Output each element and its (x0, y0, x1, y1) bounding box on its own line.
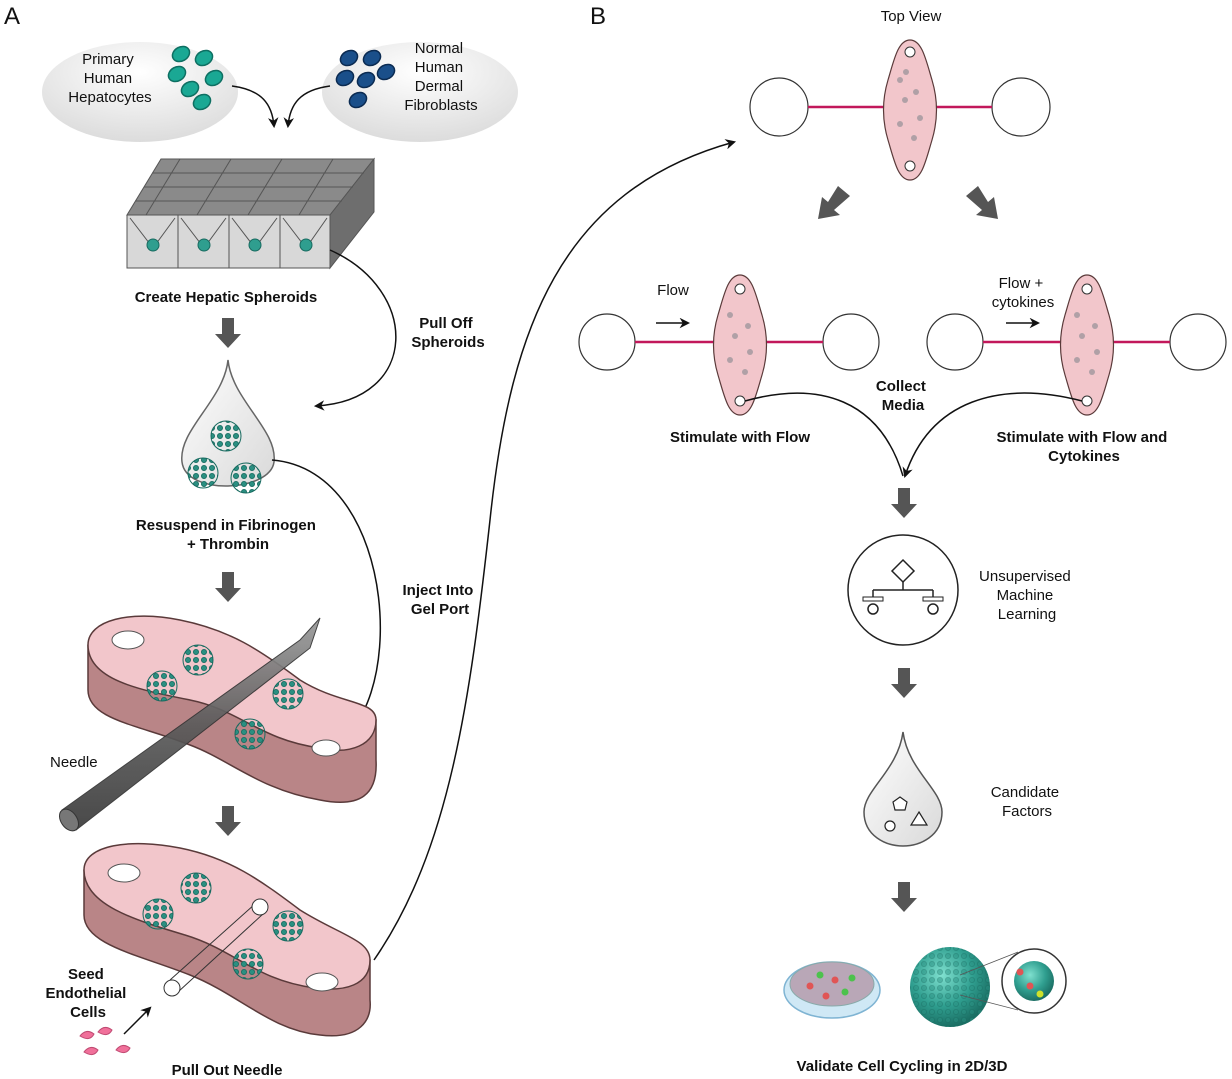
petri-dish-2d (783, 961, 881, 1019)
stim-flow-cyto-label-1: Stimulate with Flow and (996, 429, 1167, 446)
svg-text:Flow + cytokines: Flow + cytokines (992, 275, 1055, 311)
stim-flow-cyto-label-2: Cytokines (1048, 448, 1120, 465)
down-arrow-b1 (891, 488, 917, 518)
svg-text:Seed Endothelial Cells: Seed Endothelial Cells (45, 966, 130, 1021)
down-arrow-a2 (215, 572, 241, 602)
svg-text:Stimulate with Flow and Cy: Stimulate with Flow and Cytokines (996, 429, 1171, 465)
endothelial-cells-icon (79, 1026, 131, 1056)
needle-icon (58, 617, 321, 832)
validate-label: Validate Cell Cycling in 2D/3D (797, 1058, 1008, 1075)
pull-out-label: Pull Out Needle (172, 1062, 283, 1079)
hepatocyte-cloud: Primary Human Hepatocytes (42, 42, 238, 142)
collect-label-2: Media (882, 397, 925, 414)
resuspend-label-2: + Thrombin (187, 536, 269, 553)
create-spheroids-label: Create Hepatic Spheroids (135, 289, 318, 306)
plate-spheroids (146, 238, 313, 252)
candidate-drop (863, 731, 943, 847)
svg-text:Primary Human Hepa: Primary Human Hepatocytes (68, 51, 151, 106)
hepatocyte-cells-icon (167, 45, 224, 111)
hepatocyte-label-2: Human (84, 70, 132, 87)
fibroblast-label-4: Fibroblasts (404, 97, 477, 114)
flow-cytokines-label-2: cytokines (992, 294, 1055, 311)
inject-label-2: Gel Port (411, 601, 469, 618)
resuspend-label-1: Resuspend in Fibrinogen (136, 517, 316, 534)
chip-with-channel (83, 842, 371, 1037)
down-arrow-a3 (215, 806, 241, 836)
fibrinogen-drop (181, 359, 275, 494)
fibroblast-label-3: Dermal (415, 78, 463, 95)
fibroblast-label-2: Human (415, 59, 463, 76)
needle-label: Needle (50, 754, 98, 771)
ml-label-3: Learning (998, 606, 1056, 623)
svg-text:Pull Off Spheroids: Pull Off Spheroids (411, 315, 484, 351)
collect-right-arrow (902, 392, 1083, 478)
ml-label-2: Machine (997, 587, 1054, 604)
fibroblast-cloud: Normal Human Dermal Fibroblasts (322, 40, 518, 142)
collect-label-1: Collect (876, 378, 926, 395)
down-arrow-b2 (891, 668, 917, 698)
down-arrow-a1 (215, 318, 241, 348)
svg-text:Normal Human Derma: Normal Human Dermal Fibroblasts (404, 40, 477, 114)
ml-label-1: Unsupervised (979, 568, 1071, 585)
svg-text:Candidate Factors: Candidate Factors (991, 784, 1064, 820)
pull-off-arrow (313, 249, 397, 411)
fibroblast-label-1: Normal (415, 40, 463, 57)
flow-cytokines-label-1: Flow + (999, 275, 1044, 292)
seed-label-1: Seed (68, 966, 104, 983)
pull-off-label-2: Spheroids (411, 334, 484, 351)
hepatocyte-label-3: Hepatocytes (68, 89, 151, 106)
inject-label-1: Inject Into (402, 582, 473, 599)
spheroid-3d (910, 947, 1067, 1027)
hepatocyte-label-1: Primary (82, 51, 134, 68)
down-left-arrow (818, 186, 850, 219)
top-chip (749, 39, 1051, 181)
panel-a-label: A (4, 3, 20, 30)
hepatocyte-arrow (231, 85, 279, 129)
seed-arrow (123, 1006, 152, 1035)
seed-label-2: Endothelial (45, 985, 126, 1002)
candidate-label-2: Factors (1002, 803, 1052, 820)
well-plate (126, 157, 376, 270)
fibroblast-cells-icon (335, 49, 396, 109)
candidate-label-1: Candidate (991, 784, 1059, 801)
svg-text:Inject Into Gel Port: Inject Into Gel Port (402, 582, 477, 618)
top-view-label: Top View (881, 8, 942, 25)
svg-text:Unsupervised Machine L: Unsupervised Machine Learning (979, 568, 1075, 623)
panel-b-label: B (590, 3, 606, 30)
fibroblast-arrow (283, 85, 331, 129)
stim-flow-label: Stimulate with Flow (670, 429, 810, 446)
collect-left-arrow (744, 392, 904, 477)
machine-learning-icon (847, 534, 959, 646)
chip-with-needle (58, 615, 377, 832)
seed-label-3: Cells (70, 1004, 106, 1021)
to-panel-b-arrow (373, 139, 737, 961)
down-arrow-b3 (891, 882, 917, 912)
down-right-arrow (966, 186, 998, 219)
flow-chip (578, 274, 880, 416)
pull-off-label-1: Pull Off (419, 315, 473, 332)
svg-text:Collect Media: Collect Media (876, 378, 930, 414)
flow-cytokines-chip (926, 274, 1227, 416)
svg-text:Resuspend in Fibrinogen +: Resuspend in Fibrinogen + Thrombin (136, 517, 320, 553)
flow-label: Flow (657, 282, 689, 299)
